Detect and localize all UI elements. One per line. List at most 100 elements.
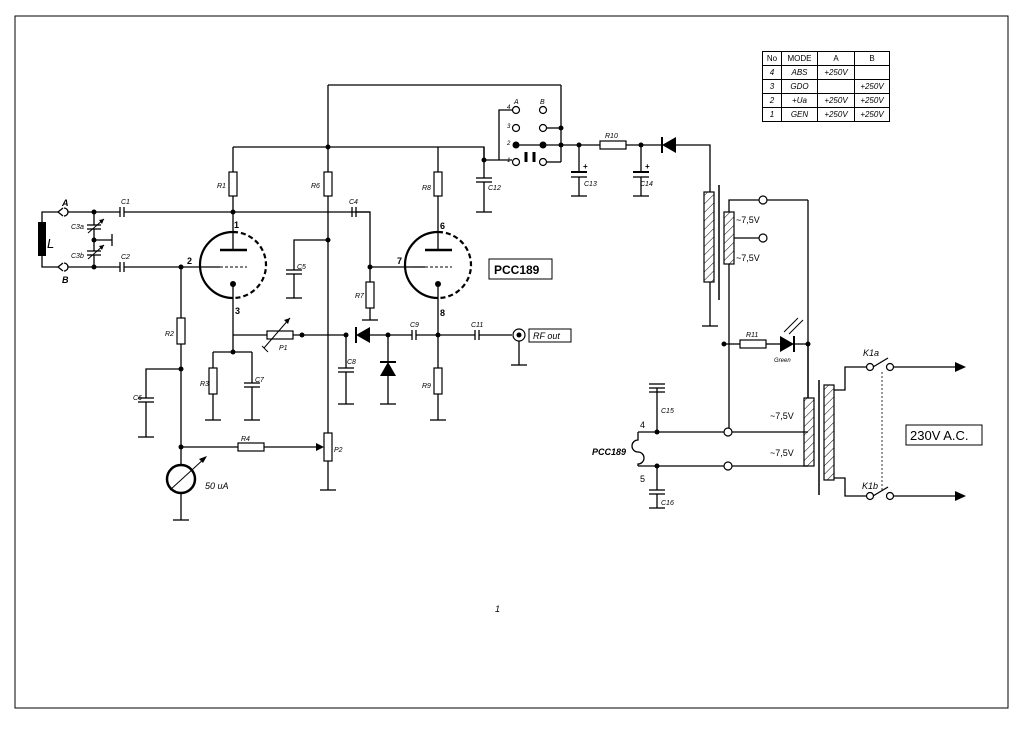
svg-text:+: + bbox=[583, 162, 588, 171]
switch-pos-1: 1 bbox=[507, 158, 510, 164]
table-cell: +250V bbox=[817, 107, 855, 122]
table-cell bbox=[817, 79, 855, 94]
r6 bbox=[323, 171, 333, 197]
c13-label: C13 bbox=[584, 181, 597, 188]
c16-label: C16 bbox=[661, 500, 674, 507]
r2 bbox=[176, 317, 186, 345]
header-mode: MODE bbox=[781, 51, 818, 66]
voltage-2: ~7,5V bbox=[736, 253, 760, 263]
input-coil-section: L A B C3a C3b C1 C2 bbox=[38, 198, 370, 285]
table-cell: GDO bbox=[781, 79, 818, 94]
coil-l bbox=[38, 222, 46, 256]
page-number: 1 bbox=[495, 604, 500, 614]
terminal-a-label: A bbox=[61, 198, 69, 208]
r3 bbox=[208, 367, 218, 395]
meter-label: 50 uA bbox=[205, 481, 229, 491]
c3b-label: C3b bbox=[71, 253, 84, 260]
table-cell: ABS bbox=[781, 65, 818, 80]
switch-pos-4: 4 bbox=[507, 105, 511, 111]
c9-label: C9 bbox=[410, 322, 419, 329]
table-cell: +250V bbox=[817, 93, 855, 108]
r7 bbox=[365, 281, 375, 309]
pin-8: 8 bbox=[440, 308, 445, 318]
k1a-label: K1a bbox=[863, 348, 879, 358]
voltage-3: ~7,5V bbox=[770, 411, 794, 421]
switch-pos-3: 3 bbox=[507, 124, 511, 130]
mode-switch: A B 4 3 2 1 bbox=[506, 85, 564, 167]
p2 bbox=[323, 432, 333, 462]
pin-1: 1 bbox=[234, 220, 239, 230]
c2-label: C2 bbox=[121, 254, 130, 261]
tube-1: 1 2 3 bbox=[187, 209, 268, 352]
voltage-1: ~7,5V bbox=[736, 215, 760, 225]
table-row: 2 +Ua +250V +250V bbox=[762, 93, 890, 108]
table-row: 4 ABS +250V bbox=[762, 65, 890, 80]
table-cell: +Ua bbox=[781, 93, 818, 108]
header-b: B bbox=[854, 51, 890, 66]
r4 bbox=[237, 442, 265, 452]
table-cell: 3 bbox=[762, 79, 782, 94]
switch-b-label: B bbox=[540, 99, 545, 106]
heater-tube-label: PCC189 bbox=[592, 447, 626, 457]
voltage-4: ~7,5V bbox=[770, 448, 794, 458]
r9 bbox=[433, 367, 443, 395]
r11 bbox=[739, 339, 767, 349]
k1b-label: K1b bbox=[862, 481, 878, 491]
table-row: 3 GDO +250V bbox=[762, 79, 890, 94]
r10 bbox=[599, 140, 627, 150]
r8-label: R8 bbox=[422, 185, 431, 192]
r6-label: R6 bbox=[311, 183, 320, 190]
sheet-border bbox=[14, 15, 1009, 709]
mode-table: No MODE A B 4 ABS +250V 3 GDO +250V 2 +U… bbox=[762, 51, 890, 122]
header-a: A bbox=[817, 51, 855, 66]
p2-label: P2 bbox=[334, 447, 343, 454]
pin-2: 2 bbox=[187, 256, 192, 266]
tube-label: PCC189 bbox=[494, 263, 540, 277]
r7-label: R7 bbox=[355, 293, 365, 300]
mode-table-header: No MODE A B bbox=[762, 51, 890, 66]
pin-3: 3 bbox=[235, 306, 240, 316]
rf-out-label: RF out bbox=[533, 331, 560, 341]
table-cell: +250V bbox=[817, 65, 855, 80]
table-cell: GEN bbox=[781, 107, 818, 122]
switch-pos-2: 2 bbox=[506, 141, 511, 147]
hv-transformer: ~7,5V ~7,5V bbox=[702, 185, 809, 432]
table-cell: 1 bbox=[762, 107, 782, 122]
table-cell: 2 bbox=[762, 93, 782, 108]
c14-label: C14 bbox=[640, 181, 653, 188]
c4-label: C4 bbox=[349, 199, 358, 206]
header-no: No bbox=[762, 51, 782, 66]
coil-label: L bbox=[47, 236, 54, 251]
c15-label: C15 bbox=[661, 408, 674, 415]
r2-label: R2 bbox=[165, 331, 174, 338]
c6-label: C6 bbox=[133, 395, 142, 402]
r3-label: R3 bbox=[200, 381, 209, 388]
terminal-b-label: B bbox=[62, 275, 69, 285]
c12-label: C12 bbox=[488, 185, 501, 192]
c11-label: C11 bbox=[471, 322, 483, 329]
table-cell: 4 bbox=[762, 65, 782, 80]
table-cell: +250V bbox=[854, 93, 890, 108]
r11-label: R11 bbox=[746, 332, 758, 339]
c7-label: C7 bbox=[255, 377, 265, 384]
pin-7: 7 bbox=[397, 256, 402, 266]
table-row: 1 GEN +250V +250V bbox=[762, 107, 890, 122]
svg-text:+: + bbox=[645, 162, 650, 171]
tube-2: 6 7 8 bbox=[397, 221, 473, 368]
c5-label: C5 bbox=[297, 264, 306, 271]
power-section: R11 Green ~7,5V ~7,5V C15 bbox=[592, 317, 983, 509]
r9-label: R9 bbox=[422, 383, 431, 390]
r1-label: R1 bbox=[217, 183, 226, 190]
p1-label: P1 bbox=[279, 345, 288, 352]
r8 bbox=[433, 171, 443, 197]
table-cell bbox=[854, 65, 890, 80]
mains-label: 230V A.C. bbox=[910, 428, 969, 443]
heater-pin-5: 5 bbox=[640, 474, 645, 484]
r1 bbox=[228, 171, 238, 197]
p1 bbox=[266, 330, 294, 340]
r10-label: R10 bbox=[605, 133, 618, 140]
table-cell: +250V bbox=[854, 107, 890, 122]
c8-label: C8 bbox=[347, 359, 356, 366]
